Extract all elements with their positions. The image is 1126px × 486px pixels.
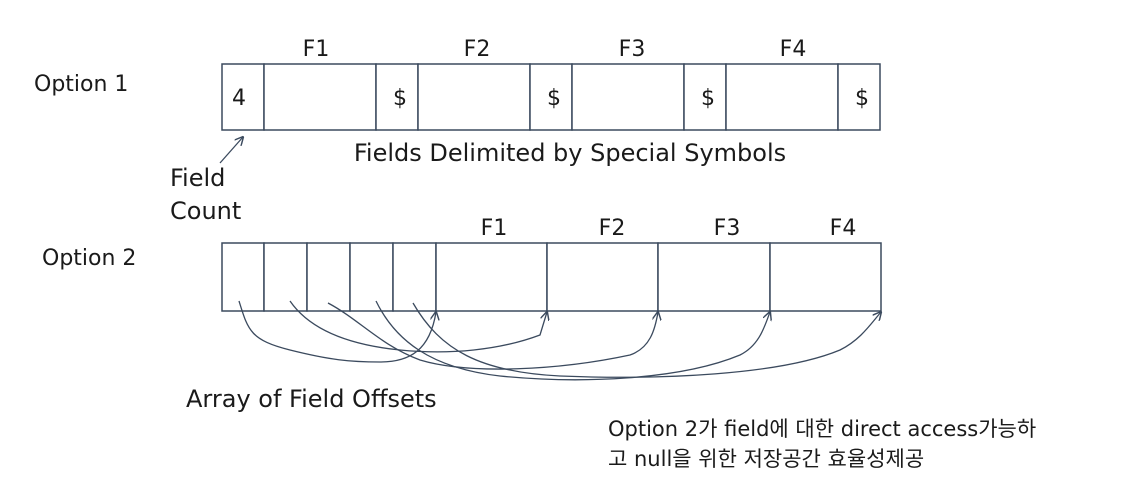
option1-field-cell-1	[263, 63, 377, 131]
field-count-label-line1: Field	[170, 164, 225, 192]
option1-record: 4 $ $ $ $	[221, 63, 881, 131]
offset-cell-1	[221, 242, 265, 312]
option1-delimiter-3: $	[701, 86, 715, 111]
offset-arrow-5	[412, 302, 881, 378]
option1-field-label-4: F4	[780, 37, 807, 62]
option2-field-cell-2	[546, 242, 659, 312]
option2-record	[221, 242, 882, 312]
option2-label: Option 2	[42, 246, 136, 271]
option2-caption: Array of Field Offsets	[186, 385, 437, 413]
offset-arrows	[238, 300, 881, 381]
option1-field-label-1: F1	[303, 37, 330, 62]
option1-field-label-3: F3	[619, 37, 646, 62]
note-line-1: Option 2가 field에 대한 direct access가능하	[608, 417, 1036, 441]
option1-delimiter-cell-4	[837, 63, 881, 131]
option1-delimiter-cell-2	[529, 63, 573, 131]
offset-cell-3	[306, 242, 351, 312]
offset-arrow-3	[327, 302, 658, 370]
offset-cell-2	[263, 242, 308, 312]
option1-caption: Fields Delimited by Special Symbols	[354, 139, 786, 167]
offset-arrow-4	[375, 300, 770, 381]
offset-cell-4	[349, 242, 394, 312]
option1-field-cell-2	[417, 63, 531, 131]
option2-field-label-2: F2	[599, 216, 626, 241]
option2-field-cell-1	[435, 242, 548, 312]
option2-field-cell-4	[769, 242, 882, 312]
offset-arrow-2	[289, 300, 547, 353]
offset-cell-5	[392, 242, 437, 312]
option1-delimiter-2: $	[547, 86, 561, 111]
option1-delimiter-4: $	[855, 86, 869, 111]
option2-field-label-1: F1	[481, 216, 508, 241]
field-count-arrow	[219, 137, 243, 164]
option2-field-label-3: F3	[714, 216, 741, 241]
option1-count-value: 4	[232, 86, 246, 111]
option1-delimiter-cell-1	[375, 63, 419, 131]
option2-field-cell-3	[657, 242, 771, 312]
field-count-label-line2: Count	[170, 197, 241, 225]
option1-field-label-2: F2	[464, 37, 491, 62]
option1-field-cell-4	[725, 63, 839, 131]
option1-field-cell-3	[571, 63, 685, 131]
option1-label: Option 1	[34, 72, 128, 97]
option1-delimiter-1: $	[393, 86, 407, 111]
option2-field-label-4: F4	[830, 216, 857, 241]
option1-count-cell	[221, 63, 265, 131]
note-line-2: 고 null을 위한 저장공간 효율성제공	[608, 447, 924, 471]
